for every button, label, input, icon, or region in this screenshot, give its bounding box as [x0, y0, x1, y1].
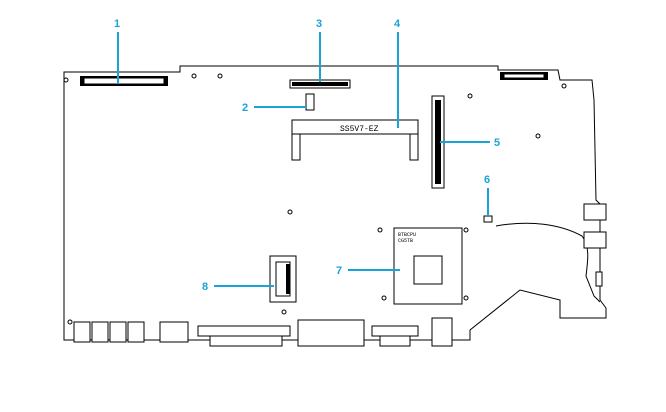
svg-text:2: 2 — [242, 102, 248, 114]
svg-text:7: 7 — [336, 265, 342, 277]
svg-text:3: 3 — [316, 18, 322, 30]
small-component — [483, 215, 493, 223]
callout-6: 6 — [484, 174, 490, 216]
svg-text:6: 6 — [484, 174, 490, 186]
callout-2: 2 — [242, 102, 306, 114]
callout-7: 7 — [336, 265, 400, 277]
slot-marking: SS5V7-EZ — [340, 125, 379, 134]
svg-text:1: 1 — [114, 18, 120, 30]
small-connector — [305, 93, 315, 111]
board-right-trace — [495, 222, 601, 303]
edge-connector — [80, 76, 168, 86]
mounting-holes — [63, 73, 567, 325]
chip-marking-2: CG5TB — [398, 238, 413, 244]
memory-slot: SS5V7-EZ — [291, 119, 419, 161]
svg-text:4: 4 — [394, 18, 401, 30]
callout-3: 3 — [316, 18, 322, 82]
bottom-connectors — [73, 317, 453, 347]
board-outline — [63, 65, 607, 341]
top-right-connector — [500, 72, 548, 80]
side-connector — [269, 255, 297, 303]
callout-5: 5 — [440, 137, 500, 149]
callout-8: 8 — [202, 281, 274, 293]
callout-1: 1 — [114, 18, 120, 84]
chipset: BTBCPU CG5TB — [393, 227, 463, 305]
callout-4: 4 — [394, 18, 401, 128]
chip-marking-1: BTBCPU — [398, 232, 416, 238]
svg-text:5: 5 — [494, 137, 500, 149]
right-ports — [583, 203, 607, 287]
svg-text:8: 8 — [202, 281, 208, 293]
